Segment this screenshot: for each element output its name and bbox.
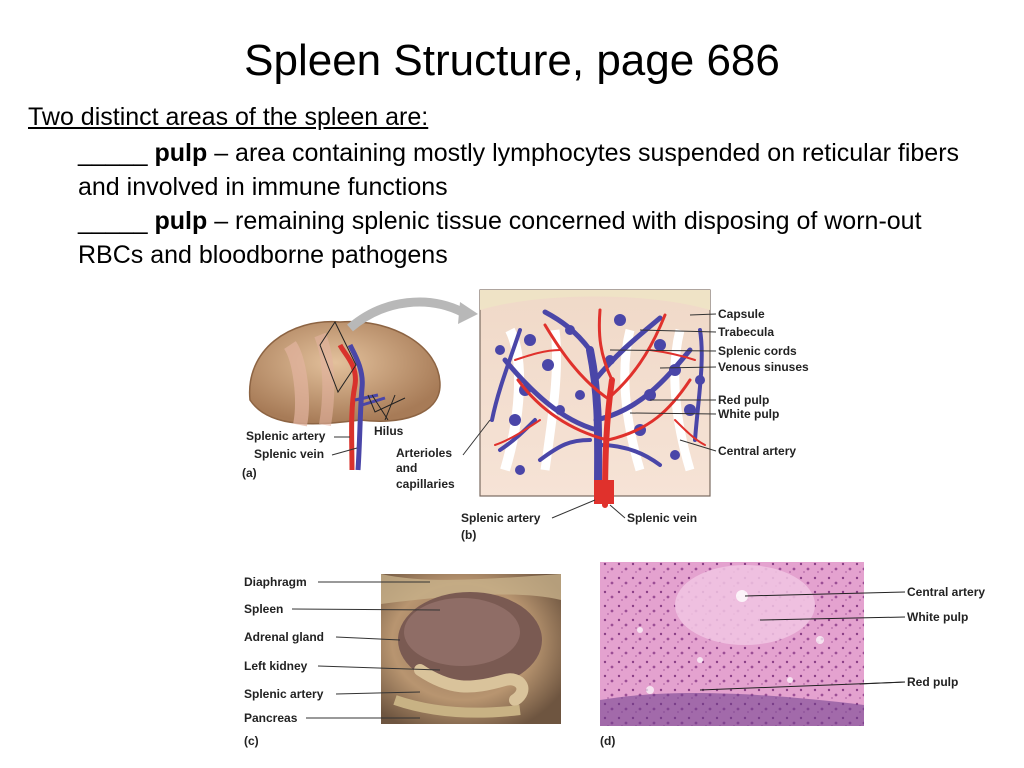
label-white-pulp-b: White pulp xyxy=(718,407,779,421)
pulp-term: pulp xyxy=(154,207,208,235)
label-red-pulp-b: Red pulp xyxy=(718,393,769,407)
panel-c: Diaphragm Spleen Adrenal gland Left kidn… xyxy=(244,574,561,748)
label-spleen: Spleen xyxy=(244,602,283,616)
panel-a-tag: (a) xyxy=(242,466,257,480)
label-splenic-vein-b: Splenic vein xyxy=(627,511,697,525)
lead-text: Two distinct areas of the spleen are: xyxy=(28,103,429,131)
zoom-arrow xyxy=(347,297,465,332)
label-splenic-artery-a: Splenic artery xyxy=(246,429,326,443)
bullet-text: – area containing mostly lymphocytes sus… xyxy=(78,139,960,201)
label-splenic-cords: Splenic cords xyxy=(718,344,797,358)
label-venous-sinuses: Venous sinuses xyxy=(718,360,809,374)
label-capsule: Capsule xyxy=(718,307,765,321)
label-and: and xyxy=(396,461,417,475)
label-adrenal-gland: Adrenal gland xyxy=(244,630,324,644)
label-pancreas: Pancreas xyxy=(244,711,298,725)
label-splenic-artery-b: Splenic artery xyxy=(461,511,541,525)
label-left-kidney: Left kidney xyxy=(244,659,308,673)
panel-a: Splenic artery Splenic vein Hilus (a) xyxy=(242,297,478,480)
label-arterioles: Arterioles xyxy=(396,446,452,460)
label-capillaries: capillaries xyxy=(396,477,455,491)
label-hilus: Hilus xyxy=(374,424,404,438)
slide-title: Spleen Structure, page 686 xyxy=(244,36,780,85)
panel-d-tag: (d) xyxy=(600,734,615,748)
label-central-artery-b: Central artery xyxy=(718,444,796,458)
label-splenic-artery-c: Splenic artery xyxy=(244,687,324,701)
label-splenic-vein-a: Splenic vein xyxy=(254,447,324,461)
panel-d: Central artery White pulp Red pulp (d) xyxy=(600,562,985,748)
label-trabecula: Trabecula xyxy=(718,325,774,339)
label-red-pulp-d: Red pulp xyxy=(907,675,958,689)
spleen-organ xyxy=(248,320,441,425)
bullet-text: – remaining splenic tissue concerned wit… xyxy=(78,207,922,269)
splenic-artery-vessel xyxy=(337,343,358,471)
label-diaphragm: Diaphragm xyxy=(244,575,307,589)
pulp-term: pulp xyxy=(154,139,208,167)
panel-b-tag: (b) xyxy=(461,528,476,542)
panel-b: Capsule Trabecula Splenic cords Venous s… xyxy=(396,289,809,542)
splenic-vein-vessel xyxy=(347,343,365,471)
bullet-white-pulp: _____ pulp – area containing mostly lymp… xyxy=(78,136,978,204)
blank: _____ xyxy=(78,207,148,235)
bullet-red-pulp: _____ pulp – remaining splenic tissue co… xyxy=(78,204,978,272)
label-central-artery-d: Central artery xyxy=(907,585,985,599)
bullet-list: _____ pulp – area containing mostly lymp… xyxy=(78,136,978,272)
label-white-pulp-d: White pulp xyxy=(907,610,968,624)
panel-c-tag: (c) xyxy=(244,734,259,748)
blank: _____ xyxy=(78,139,148,167)
